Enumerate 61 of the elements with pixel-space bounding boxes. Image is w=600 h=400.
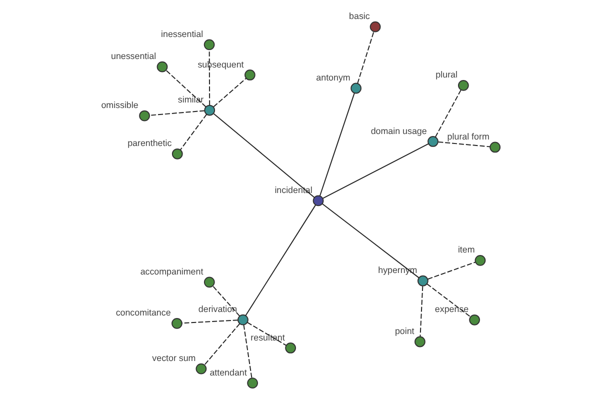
connector bbox=[181, 320, 238, 324]
connector bbox=[204, 323, 240, 366]
node-circle bbox=[204, 39, 215, 50]
node-label: concomitance bbox=[116, 308, 171, 318]
node-circle bbox=[469, 314, 480, 326]
node-circle bbox=[312, 195, 324, 206]
connector bbox=[180, 114, 208, 150]
connector bbox=[357, 31, 374, 84]
connector bbox=[434, 89, 462, 138]
node-circle bbox=[204, 104, 216, 116]
connector bbox=[420, 286, 424, 338]
connector bbox=[319, 92, 355, 196]
node-circle bbox=[204, 276, 215, 288]
node-circle bbox=[156, 61, 168, 72]
node-label: unessential bbox=[111, 51, 156, 62]
node-label: vector sum bbox=[152, 353, 196, 364]
node-circle bbox=[417, 275, 428, 286]
node-circle bbox=[414, 336, 426, 348]
connector bbox=[427, 262, 476, 280]
node-label: parenthetic bbox=[128, 138, 172, 148]
connector bbox=[208, 49, 210, 106]
node-circle bbox=[490, 142, 501, 153]
connector bbox=[212, 286, 240, 317]
node-circle bbox=[247, 378, 258, 389]
node-label: domain usage bbox=[370, 126, 427, 136]
node-label: plural form bbox=[447, 131, 490, 142]
node-label: basic bbox=[349, 11, 370, 22]
node-circle bbox=[139, 110, 150, 122]
node-label: similar bbox=[178, 94, 204, 105]
connector bbox=[245, 204, 316, 316]
node-label: item bbox=[458, 244, 475, 255]
connector bbox=[438, 141, 491, 148]
node-label: point bbox=[394, 326, 414, 336]
node-circle bbox=[370, 21, 381, 32]
node-label: inessential bbox=[161, 28, 204, 39]
connector bbox=[322, 143, 429, 199]
node-circle bbox=[238, 314, 248, 326]
node-label: antonym bbox=[316, 72, 350, 83]
connector bbox=[243, 324, 252, 378]
node-circle bbox=[428, 136, 438, 147]
node-circle bbox=[196, 363, 207, 374]
node-circle bbox=[458, 80, 469, 91]
node-circle bbox=[350, 82, 362, 94]
connector bbox=[322, 203, 420, 278]
connector bbox=[426, 283, 471, 318]
node-circle bbox=[172, 148, 183, 160]
node-label: expense bbox=[434, 304, 469, 314]
node-label: plural bbox=[436, 70, 458, 80]
node-label: subsequent bbox=[198, 59, 244, 70]
connector bbox=[166, 70, 206, 108]
connector bbox=[213, 78, 247, 108]
node-circle bbox=[244, 70, 256, 80]
node-label: attendant bbox=[210, 367, 247, 378]
node-label: accompaniment bbox=[140, 266, 204, 276]
node-circle bbox=[285, 342, 296, 354]
node-label: derivation bbox=[198, 304, 238, 314]
connector bbox=[149, 110, 205, 116]
node-circle bbox=[474, 254, 486, 266]
connector bbox=[213, 113, 315, 198]
node-label: omissible bbox=[101, 100, 138, 110]
node-circle bbox=[172, 318, 182, 329]
